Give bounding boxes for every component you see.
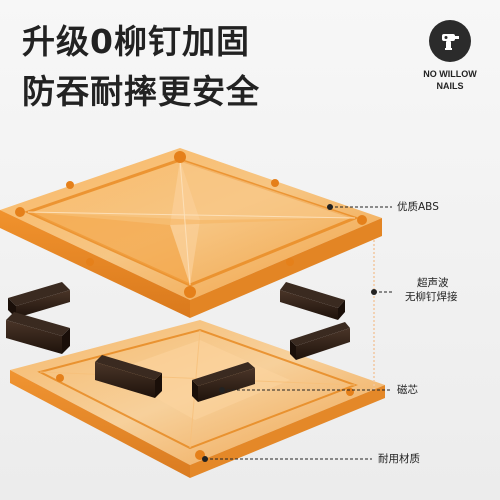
callout-material: 耐用材质 [378, 453, 420, 465]
callout-ultrasonic-line-2: 无柳钉焊接 [405, 291, 458, 303]
top-tile [0, 148, 382, 318]
magnet [280, 282, 345, 320]
magnet [290, 322, 350, 360]
callout-magnet: 磁芯 [397, 384, 418, 396]
drill-icon [429, 20, 471, 62]
no-willow-nails-badge: NO WILLOW NAILS [410, 20, 490, 92]
headline-line-2: 防吞耐摔更安全 [22, 72, 260, 111]
callout-dots [202, 204, 377, 462]
magnet [6, 312, 70, 354]
callout-ultrasonic-line-1: 超声波 [417, 277, 449, 289]
badge-text-line-1: NO WILLOW [423, 69, 477, 79]
badge-text-line-2: NAILS [436, 81, 464, 91]
callout-abs: 优质ABS [397, 201, 439, 213]
magnets [6, 282, 350, 402]
callout-ultrasonic: 超声波 无柳钉焊接 [405, 276, 458, 304]
magnet [95, 355, 162, 398]
magnet [192, 362, 255, 402]
badge-text: NO WILLOW NAILS [410, 68, 490, 92]
headline-line-1: 升级0柳钉加固 [22, 22, 250, 61]
magnet [8, 282, 70, 318]
